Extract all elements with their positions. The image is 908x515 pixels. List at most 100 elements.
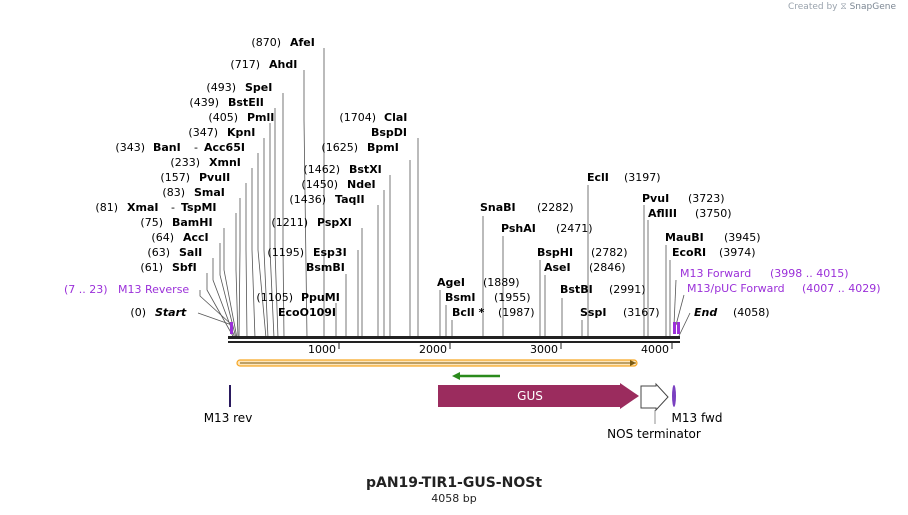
connector-pvuii bbox=[245, 183, 248, 339]
site-name: End bbox=[694, 306, 717, 319]
site-pos: (1955) bbox=[494, 291, 531, 304]
site-pos: (439) bbox=[189, 96, 219, 109]
site-pos: (3723) bbox=[688, 192, 725, 205]
site-pos: (1450) bbox=[301, 178, 338, 191]
site-name: SmaI bbox=[194, 186, 225, 199]
site-name: BsmI bbox=[445, 291, 476, 304]
orf-arrowhead-right bbox=[630, 360, 636, 366]
site-name: PvuII bbox=[199, 171, 230, 184]
site-pos: (1436) bbox=[289, 193, 326, 206]
feature-nos-label: NOS terminator bbox=[607, 427, 701, 441]
site-name: BstEII bbox=[228, 96, 264, 109]
primer-pos: (4007 .. 4029) bbox=[802, 282, 881, 295]
site-name: EcoRI bbox=[672, 246, 706, 259]
plasmid-title: pAN19-TIR1-GUS-NOSt bbox=[365, 475, 543, 491]
site-name: XmnI bbox=[209, 156, 241, 169]
site-name: BclI * bbox=[452, 306, 485, 319]
feature-m13fwd bbox=[672, 385, 676, 407]
primer-pos: (3998 .. 4015) bbox=[770, 267, 849, 280]
primer-mark-m13fwd bbox=[673, 322, 676, 334]
site-name: EcoO109I bbox=[278, 306, 336, 319]
site-name: BsmBI bbox=[306, 261, 345, 274]
site-name: Esp3I bbox=[313, 246, 347, 259]
connector-m13rev bbox=[199, 290, 233, 326]
credit-text: Created by bbox=[787, 2, 838, 12]
site-pos: (83) bbox=[162, 186, 185, 199]
site-name: NdeI bbox=[347, 178, 376, 191]
ruler-tick-label: 1000 bbox=[308, 343, 336, 356]
site-pos: (1704) bbox=[339, 111, 376, 124]
site-pos: (2471) bbox=[556, 222, 593, 235]
site-pos: (2782) bbox=[591, 246, 628, 259]
connector-acci bbox=[219, 243, 237, 339]
orf-arrowhead-left bbox=[452, 372, 460, 380]
site-name: TspMI bbox=[181, 201, 217, 214]
site-labels: (870) AfeI (717) AhdI (493) SpeI (439) B… bbox=[95, 36, 769, 319]
connector-kpni bbox=[263, 138, 269, 339]
primer-pos: (7 .. 23) bbox=[64, 283, 108, 296]
connector-xmai bbox=[235, 213, 239, 339]
site-pos: (2991) bbox=[609, 283, 646, 296]
site-name: AflIII bbox=[648, 207, 677, 220]
site-name: PpuMI bbox=[301, 291, 340, 304]
site-name: EclI bbox=[587, 171, 609, 184]
connector-m13fwd bbox=[673, 279, 677, 326]
dna-bottom-strand bbox=[228, 341, 680, 343]
site-name: MauBI bbox=[665, 231, 704, 244]
site-name: AccI bbox=[183, 231, 209, 244]
ruler-tick-label: 2000 bbox=[419, 343, 447, 356]
connector-smai bbox=[238, 198, 241, 339]
site-pos: (405) bbox=[208, 111, 238, 124]
orf-track bbox=[236, 359, 638, 380]
site-name: SalI bbox=[179, 246, 202, 259]
site-name: AgeI bbox=[437, 276, 465, 289]
primer-name: M13 Forward bbox=[680, 267, 751, 280]
site-name: BamHI bbox=[172, 216, 213, 229]
site-pos: (1462) bbox=[303, 163, 340, 176]
connector-m13puc bbox=[675, 294, 685, 326]
connector-bamhi bbox=[223, 228, 238, 339]
site-pos: (1987) bbox=[498, 306, 535, 319]
connector-sbfi bbox=[206, 273, 235, 339]
site-name: BstBI bbox=[560, 283, 593, 296]
site-pos: (1105) bbox=[256, 291, 293, 304]
site-name: ClaI bbox=[384, 111, 407, 124]
site-pos: (870) bbox=[251, 36, 281, 49]
snapgene-credit: Created by ⧖ SnapGene bbox=[788, 2, 896, 12]
connector-bani bbox=[257, 153, 267, 339]
site-pos: (1211) bbox=[271, 216, 308, 229]
site-pos: (493) bbox=[206, 81, 236, 94]
site-pos: (75) bbox=[140, 216, 163, 229]
site-name: PspXI bbox=[317, 216, 352, 229]
site-name: PshAI bbox=[501, 222, 536, 235]
connector-xmni bbox=[251, 168, 256, 339]
site-pos: (1195) bbox=[267, 246, 304, 259]
primer-labels: (7 .. 23) M13 Reverse M13 Forward (3998 … bbox=[64, 267, 881, 296]
site-pos: (1889) bbox=[483, 276, 520, 289]
primer-name: M13/pUC Forward bbox=[687, 282, 785, 295]
site-name: Acc65I bbox=[204, 141, 245, 154]
site-name: AseI bbox=[544, 261, 571, 274]
primer-marks bbox=[230, 322, 680, 334]
ruler-tick-label: 3000 bbox=[530, 343, 558, 356]
feature-nos-terminator bbox=[640, 382, 669, 412]
site-name: BpmI bbox=[367, 141, 399, 154]
feature-m13rev bbox=[229, 385, 231, 407]
site-pos: (4058) bbox=[733, 306, 770, 319]
feature-track: GUS M13 rev M13 fwd NOS terminator bbox=[204, 382, 723, 441]
primer-mark-m13puc bbox=[677, 322, 680, 334]
site-name: SbfI bbox=[172, 261, 197, 274]
feature-m13fwd-label: M13 fwd bbox=[672, 411, 723, 425]
site-name: XmaI bbox=[127, 201, 158, 214]
feature-gus-label: GUS bbox=[517, 389, 543, 403]
site-pos: (61) bbox=[140, 261, 163, 274]
snapgene-logo-icon: ⧖ bbox=[840, 2, 847, 12]
credit-brand: SnapGene bbox=[849, 2, 896, 12]
site-name: BspDI bbox=[371, 126, 407, 139]
site-separator: - bbox=[194, 141, 198, 154]
start-label: Start bbox=[155, 306, 187, 319]
site-separator: - bbox=[171, 201, 175, 214]
connector-pmli bbox=[269, 123, 275, 339]
site-connectors bbox=[197, 48, 691, 339]
connector-start bbox=[197, 312, 233, 326]
